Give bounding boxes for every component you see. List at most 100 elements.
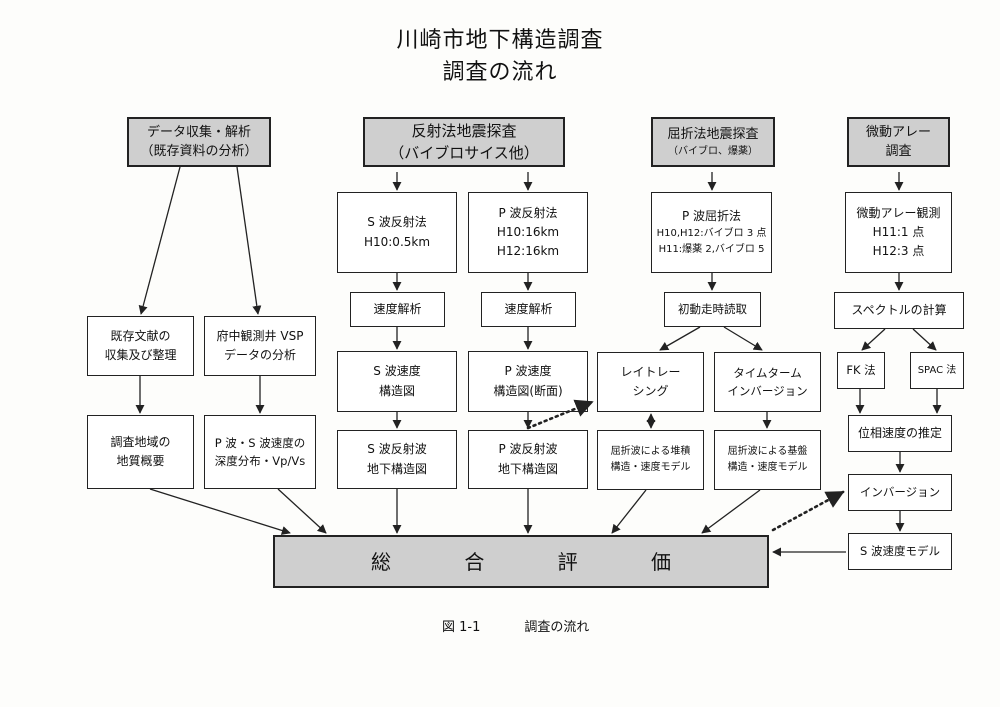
box-line: 府中観測井 VSP <box>216 328 304 343</box>
box-line: 微動アレー観測 <box>856 205 941 220</box>
time-term-box: タイムターム インバージョン <box>714 352 821 412</box>
arrow <box>138 166 181 315</box>
p-refraction-box: P 波屈折法 H10,H12:バイブロ 3 点 H11:爆薬 2,バイブロ 5 <box>651 192 772 273</box>
box-line: S 波反射波 <box>367 442 427 457</box>
box-line: P 波・S 波速度の <box>214 435 306 450</box>
box-line: P 波反射波 <box>498 442 558 457</box>
s-velocity-map-box: S 波速度 構造図 <box>337 351 457 412</box>
box-line: S 波反射法 <box>367 215 427 230</box>
box-line: 速度解析 <box>504 301 553 316</box>
data-collection-header: データ収集・解析 （既存資料の分析） <box>127 117 271 167</box>
header-line: 調査 <box>885 144 912 159</box>
arrow <box>611 489 647 534</box>
p-velocity-map-box: P 波速度 構造図(断面) <box>468 351 588 412</box>
p-subsurface-box: P 波反射波 地下構造図 <box>468 430 588 489</box>
comprehensive-evaluation-box: 総 合 評 価 <box>273 535 769 588</box>
p-reflection-box: P 波反射法 H10:16km H12:16km <box>468 192 588 273</box>
arrow <box>912 328 937 351</box>
box-line: 収集及び整理 <box>104 348 177 362</box>
box-line: H12:16km <box>496 244 560 259</box>
box-line: S 波速度モデル <box>860 544 940 559</box>
final-char: 評 <box>557 549 578 574</box>
geology-box: 調査地域の 地質概要 <box>87 415 194 489</box>
velocity-distribution-box: P 波・S 波速度の 深度分布・Vp/Vs <box>204 415 316 489</box>
box-line: 屈折波による基盤 <box>727 446 808 457</box>
box-line: 地質概要 <box>116 454 165 468</box>
sediment-model-box: 屈折波による堆積 構造・速度モデル <box>597 430 704 490</box>
phase-velocity-box: 位相速度の推定 <box>848 415 952 452</box>
s-velocity-analysis-box: 速度解析 <box>350 292 445 327</box>
spac-method-box: SPAC 法 <box>910 352 964 389</box>
box-line: シング <box>632 384 669 398</box>
ray-tracing-box: レイトレー シング <box>597 352 704 412</box>
header-line: （バイブロ、爆薬） <box>668 146 758 158</box>
box-line: P 波反射法 <box>498 205 558 220</box>
box-line: S 波速度 <box>373 364 421 379</box>
microtremor-header: 微動アレー 調査 <box>847 117 950 167</box>
figure-label: 調査の流れ <box>524 620 590 635</box>
box-line: インバージョン <box>859 485 941 500</box>
arrow <box>236 166 262 315</box>
box-line: 構造・速度モデル <box>610 462 691 473</box>
final-char: 総 <box>371 549 391 574</box>
basement-model-box: 屈折波による基盤 構造・速度モデル <box>714 430 821 490</box>
vsp-box: 府中観測井 VSP データの分析 <box>204 316 316 376</box>
box-line: 地下構造図 <box>366 461 427 476</box>
figure-number: 図 1-1 <box>442 620 481 635</box>
page-title: 川崎市地下構造調査 <box>396 28 604 53</box>
box-line: スペクトルの計算 <box>851 302 947 317</box>
dotted-arrow <box>526 399 594 430</box>
header-line: データ収集・解析 <box>146 124 251 140</box>
box-line: データの分析 <box>223 348 296 362</box>
box-line: 屈折波による堆積 <box>610 446 691 457</box>
box-line: 地下構造図 <box>497 461 558 476</box>
header-line: 微動アレー <box>865 124 931 140</box>
box-line: FK 法 <box>846 363 876 378</box>
box-line: 構造図 <box>378 383 415 398</box>
box-line: タイムターム <box>733 365 802 380</box>
box-line: 位相速度の推定 <box>857 425 942 440</box>
header-line: 屈折法地震探査 <box>667 126 759 142</box>
arrow <box>277 488 327 534</box>
box-line: 初動走時読取 <box>678 302 747 317</box>
header-line: （既存資料の分析） <box>140 144 258 159</box>
box-line: レイトレー <box>620 364 681 379</box>
box-line: H10,H12:バイブロ 3 点 <box>656 228 767 240</box>
inversion-box: インバージョン <box>848 474 952 511</box>
s-velocity-model-box: S 波速度モデル <box>848 533 952 570</box>
header-line: 反射法地震探査 <box>411 121 517 140</box>
arrow <box>149 488 291 535</box>
final-char: 価 <box>650 549 671 574</box>
box-line: H10:0.5km <box>363 234 431 249</box>
box-line: H10:16km <box>496 224 560 239</box>
figure-caption: 図 1-1 調査の流れ <box>442 616 633 635</box>
arrow <box>701 489 761 534</box>
reflection-header: 反射法地震探査 （バイブロサイス他） <box>363 117 565 167</box>
fk-method-box: FK 法 <box>837 352 885 389</box>
box-line: 深度分布・Vp/Vs <box>214 454 306 468</box>
refraction-header: 屈折法地震探査 （バイブロ、爆薬） <box>651 117 775 167</box>
s-subsurface-box: S 波反射波 地下構造図 <box>337 430 457 489</box>
box-line: 既存文献の <box>110 328 171 343</box>
box-line: H12:3 点 <box>872 244 925 259</box>
box-line: P 波速度 <box>504 364 552 379</box>
arrow <box>723 326 763 351</box>
box-line: 構造図(断面) <box>493 383 563 398</box>
s-reflection-box: S 波反射法 H10:0.5km <box>337 192 457 273</box>
page-subtitle: 調査の流れ <box>442 60 558 85</box>
box-line: P 波屈折法 <box>681 208 742 223</box>
dotted-arrow <box>771 490 845 532</box>
box-line: H11:爆薬 2,バイブロ 5 <box>658 244 765 256</box>
microtremor-observation-box: 微動アレー観測 H11:1 点 H12:3 点 <box>845 192 952 273</box>
final-char: 合 <box>464 549 485 574</box>
box-line: 構造・速度モデル <box>727 462 808 473</box>
box-line: インバージョン <box>727 384 808 398</box>
header-line: （バイブロサイス他） <box>389 144 539 162</box>
literature-box: 既存文献の 収集及び整理 <box>87 316 194 376</box>
box-line: 調査地域の <box>110 434 171 449</box>
first-arrival-box: 初動走時読取 <box>664 292 761 327</box>
box-line: 速度解析 <box>373 301 422 316</box>
box-line: SPAC 法 <box>917 364 957 376</box>
p-velocity-analysis-box: 速度解析 <box>481 292 576 327</box>
